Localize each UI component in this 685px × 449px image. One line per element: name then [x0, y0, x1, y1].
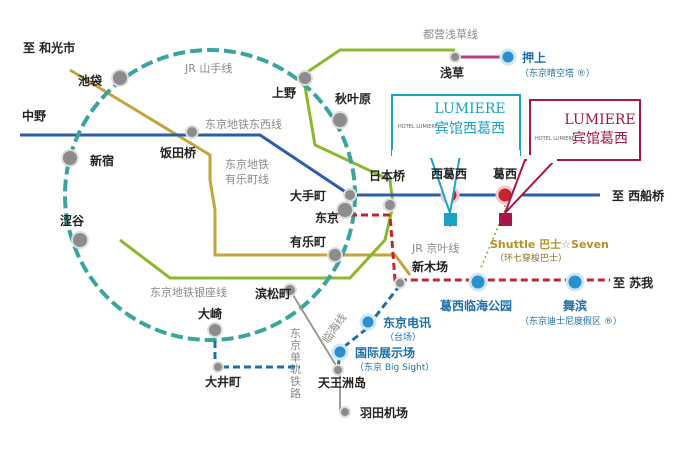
label-to-funabashi: 至 西船桥 — [612, 188, 665, 203]
label-kokusai-sub: （东京 Big Sight） — [355, 361, 434, 373]
keiyo-line — [350, 213, 610, 282]
svg-text:铁: 铁 — [290, 375, 301, 388]
line-label-yamanote: JR 山手线 — [184, 61, 232, 75]
station-maihama[interactable] — [565, 272, 585, 292]
svg-text:轨: 轨 — [290, 362, 301, 376]
station-tennozu[interactable] — [332, 364, 344, 376]
line-label-rinkai: 临海线 — [319, 311, 349, 346]
label-oshiage-sub: （东京晴空塔 ®） — [520, 67, 595, 79]
station-ikebukuro[interactable] — [111, 69, 129, 87]
hotel-marker-kasai[interactable] — [499, 213, 512, 226]
label-haneda: 羽田机场 — [360, 405, 408, 420]
label-oshiage: 押上 — [522, 50, 546, 65]
label-osaki: 大崎 — [198, 306, 222, 321]
station-shinjuku[interactable] — [61, 149, 79, 167]
hotel-name-nishikasai: 宾馆西葛西 — [435, 121, 505, 137]
station-kokusai[interactable] — [331, 343, 349, 361]
label-tennozu: 天王洲岛 — [318, 375, 366, 390]
label-kasai-rinkai: 葛西临海公园 — [439, 298, 512, 313]
station-haneda[interactable] — [339, 406, 351, 418]
line-label-tozai: 东京地铁东西线 — [205, 117, 282, 131]
label-shinjuku: 新宿 — [90, 153, 114, 168]
label-tokyo: 东京 — [315, 210, 339, 225]
label-nakano: 中野 — [22, 108, 46, 123]
tozai-line — [20, 133, 600, 197]
shuttle-sub: （环七穿梭巴士） — [495, 252, 567, 264]
hotel-box-kasai[interactable]: HOTEL LUMIERE LUMIERE 宾馆葛西 — [504, 99, 641, 214]
label-tokyo-teleport: 东京电讯 — [383, 315, 431, 330]
rinkai-line-west — [213, 330, 300, 369]
station-otemachi[interactable] — [343, 188, 357, 202]
yurakucho-line — [69, 68, 412, 276]
label-nishikasai: 西葛西 — [431, 166, 467, 181]
label-akihabara: 秋叶原 — [335, 91, 371, 106]
svg-text:东: 东 — [290, 327, 301, 340]
label-shibuya: 涩谷 — [60, 213, 85, 228]
label-ikebukuro: 池袋 — [78, 73, 103, 88]
label-nihonbashi: 日本桥 — [369, 168, 406, 183]
shuttle-label: Shuttle 巴士☆Seven — [490, 237, 609, 251]
line-label-yurakucho-1: 东京地铁 — [225, 157, 269, 171]
station-nihonbashi[interactable] — [383, 198, 397, 212]
station-hamamatsucho[interactable] — [283, 283, 297, 297]
station-yurakucho[interactable] — [327, 247, 343, 263]
station-oshiage[interactable] — [499, 48, 517, 66]
label-to-soga: 至 苏我 — [613, 275, 653, 290]
hotel-brand-kasai: LUMIERE — [564, 112, 635, 128]
station-tokyo[interactable] — [336, 201, 354, 219]
line-label-monorail: 东 京 单 轨 铁 路 — [290, 327, 301, 400]
line-label-asakusa: 都营浅草线 — [423, 27, 478, 41]
hotel-logo-kasai: HOTEL LUMIERE — [535, 136, 575, 142]
label-maihama: 舞滨 — [562, 298, 587, 313]
label-kasai: 葛西 — [492, 166, 517, 181]
svg-text:路: 路 — [290, 387, 301, 400]
svg-text:京: 京 — [290, 338, 301, 352]
line-label-keiyo: JR 京叶线 — [411, 241, 459, 255]
label-kokusai: 国际展示场 — [355, 346, 415, 360]
label-maihama-sub: （东京迪士尼度假区 ®） — [520, 315, 622, 327]
station-asakusa[interactable] — [449, 51, 461, 63]
label-ueno: 上野 — [272, 85, 296, 100]
svg-text:单: 单 — [290, 351, 301, 364]
hotel-logo-nishikasai: HOTEL LUMIERE — [398, 124, 438, 130]
label-yurakucho: 有乐町 — [290, 234, 326, 249]
label-hamamatsucho: 滨松町 — [255, 286, 291, 301]
station-kasai-rinkai[interactable] — [468, 272, 488, 292]
station-osaki[interactable] — [207, 322, 223, 338]
station-shinkiba[interactable] — [394, 277, 406, 289]
label-tokyo-teleport-sub: （台场） — [385, 331, 421, 343]
line-label-yurakucho-2: 有乐町线 — [225, 172, 269, 186]
label-otemachi: 大手町 — [290, 188, 326, 203]
station-ueno[interactable] — [297, 70, 313, 86]
label-to-wakomi: 至 和光市 — [23, 40, 75, 55]
station-oimachi[interactable] — [212, 361, 224, 373]
hotel-brand-nishikasai: LUMIERE — [434, 101, 505, 117]
hotel-name-kasai: 宾馆葛西 — [572, 131, 628, 147]
line-label-ginza: 东京地铁银座线 — [150, 285, 227, 299]
hibiya-line — [119, 48, 455, 280]
hotel-marker-nishikasai[interactable] — [444, 213, 457, 226]
label-oimachi: 大井町 — [205, 374, 241, 389]
label-asakusa: 浅草 — [440, 65, 464, 80]
station-tokyo-teleport[interactable] — [359, 313, 377, 331]
label-shinkiba: 新木场 — [412, 259, 448, 274]
station-shibuya[interactable] — [71, 231, 89, 249]
label-iidabashi: 饭田桥 — [159, 145, 197, 160]
station-iidabashi[interactable] — [185, 125, 199, 139]
hotel-box-nishikasai[interactable]: HOTEL LUMIERE LUMIERE 宾馆西葛西 — [391, 94, 521, 214]
station-akihabara[interactable] — [331, 111, 349, 129]
